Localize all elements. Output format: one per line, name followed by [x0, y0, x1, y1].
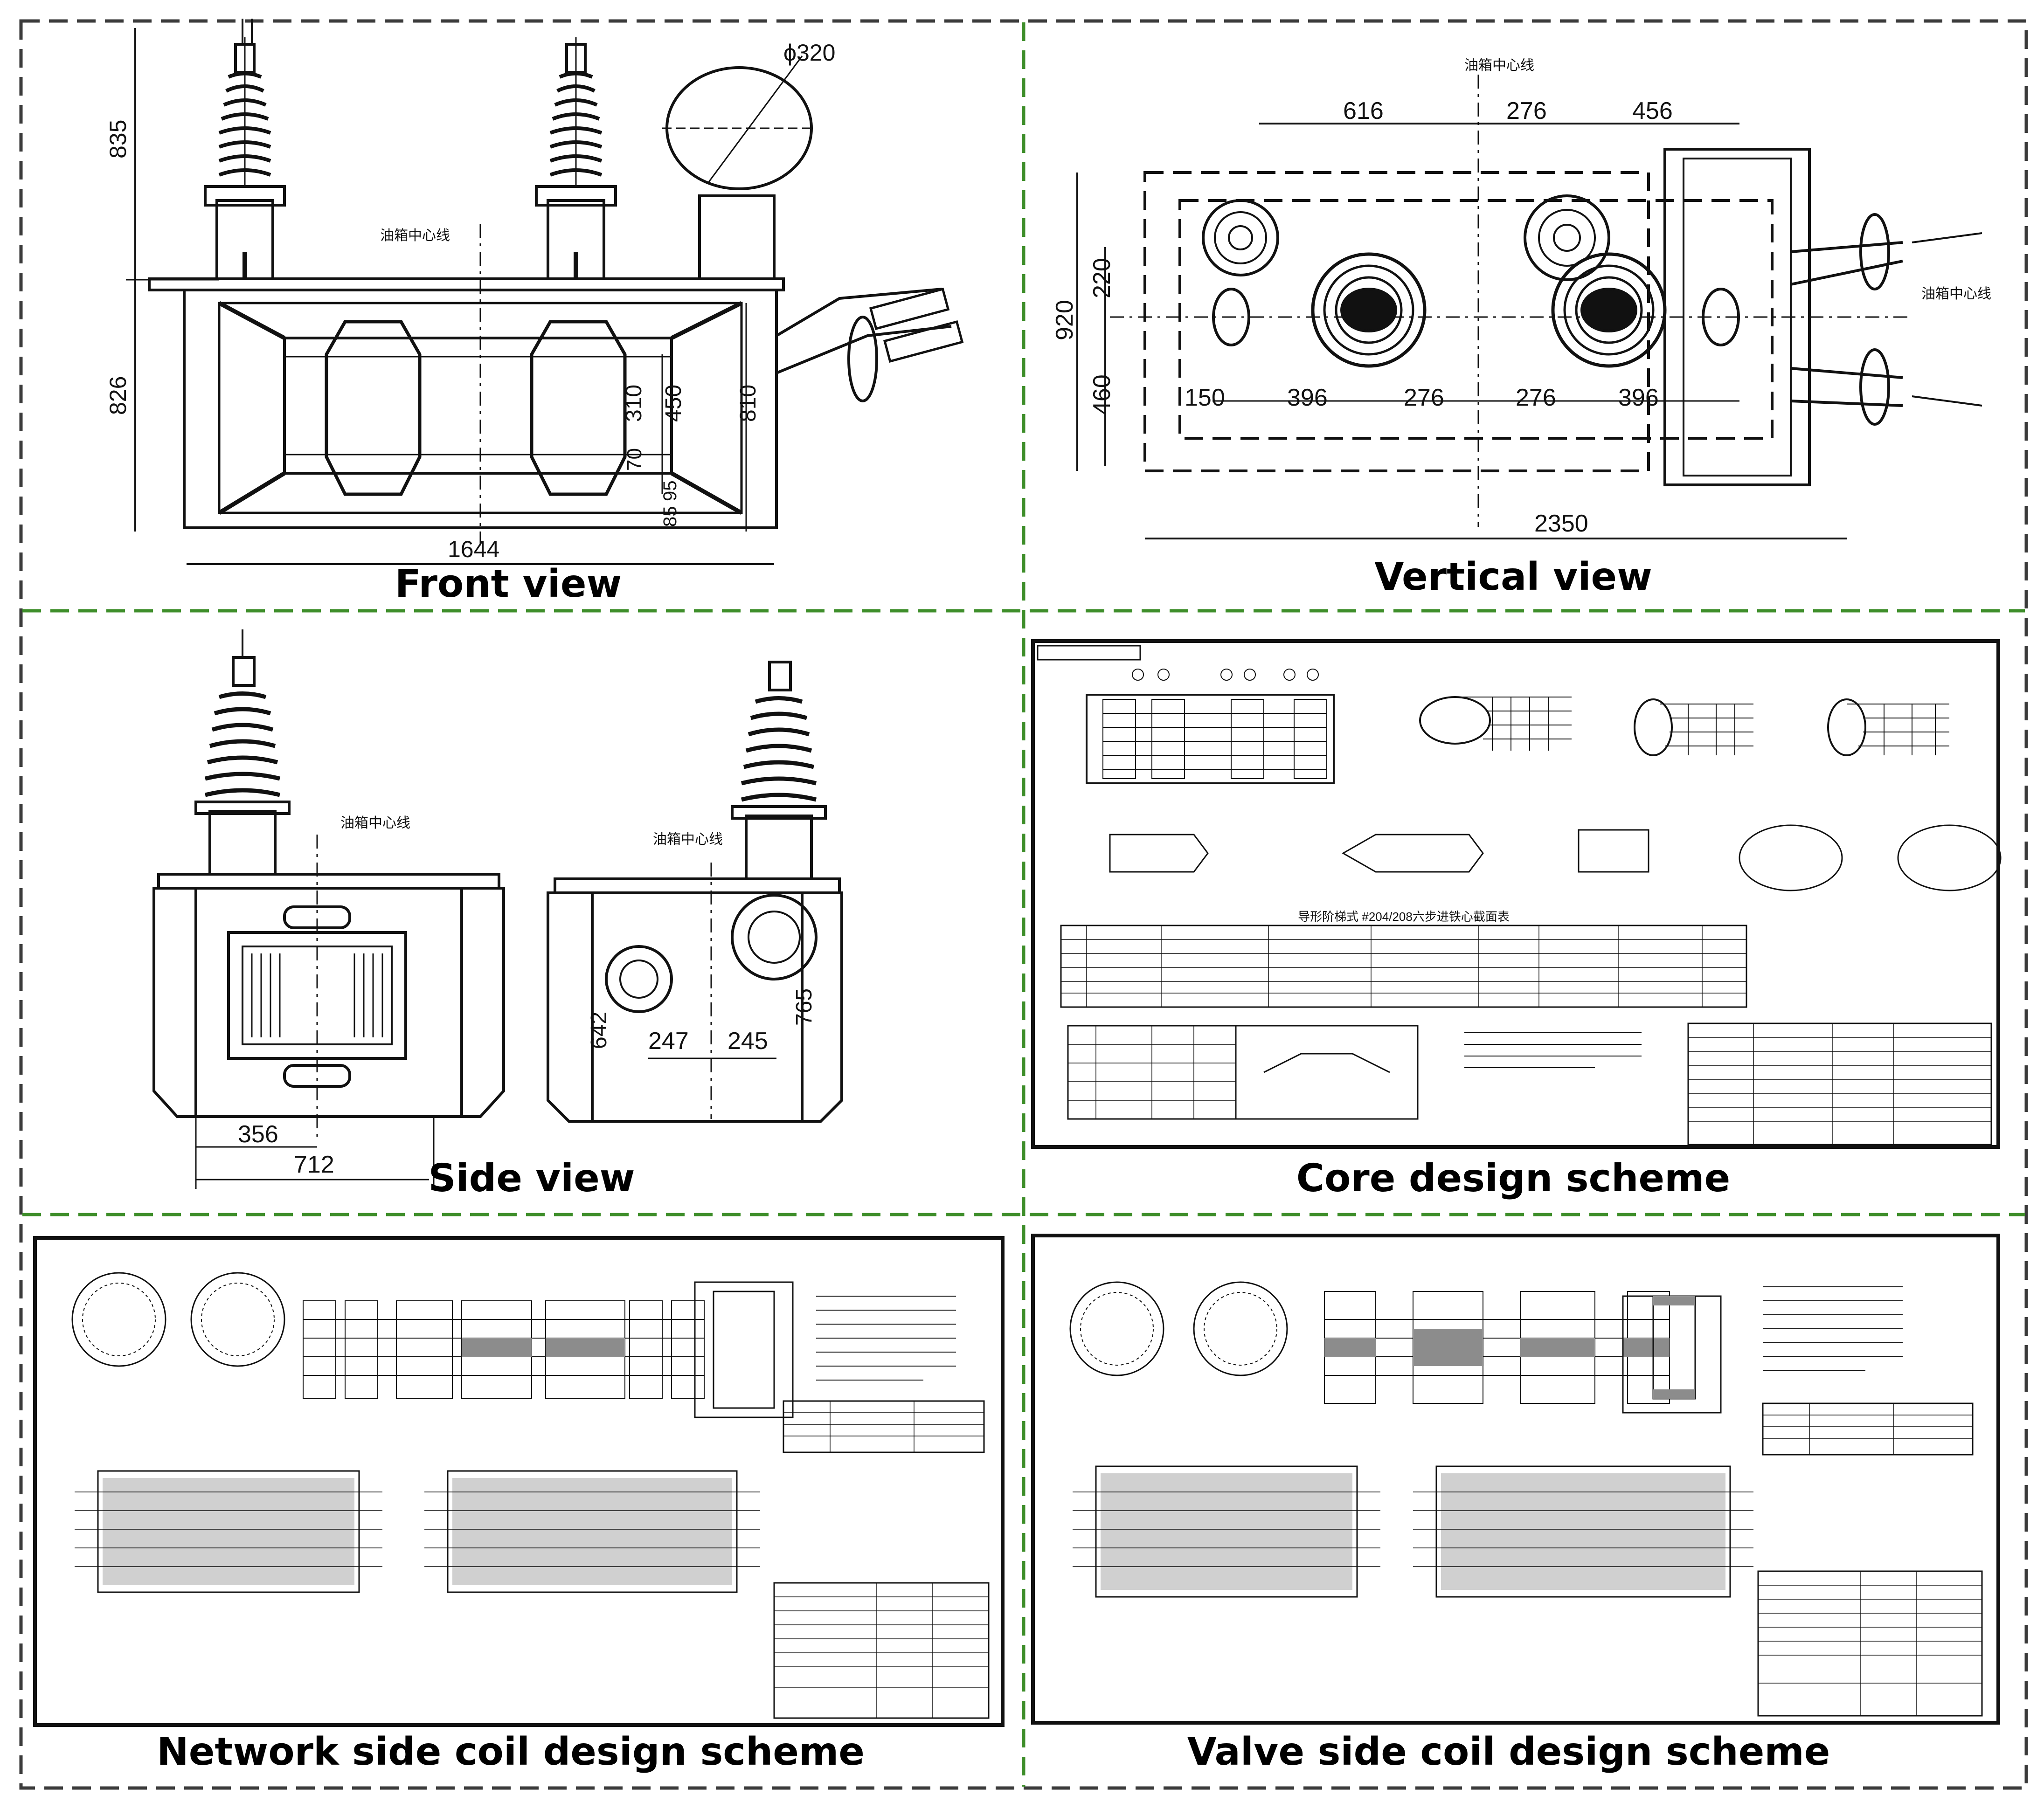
dim-920: 920	[1051, 300, 1078, 340]
dim-diameter-320: ϕ320	[783, 40, 835, 66]
caption-network-side-coil: Network side coil design scheme	[157, 1730, 865, 1774]
dim-1644: 1644	[448, 536, 499, 562]
dim-396-a: 396	[1287, 384, 1328, 411]
front-view-labels: 835 826 1644 310 450 810 70 85 95 ϕ320 油…	[105, 40, 835, 606]
vertical-view-labels: 616 276 456 920 220 460 150 396 276 276 …	[1051, 58, 1991, 599]
dim-765: 765	[792, 988, 817, 1026]
dim-70: 70	[623, 448, 646, 471]
core-design-drawing	[1031, 639, 2002, 1149]
valve-coil-drawing	[1031, 1234, 2000, 1725]
dim-150: 150	[1185, 384, 1225, 411]
side-view-labels: 356 712 247 245 642 765 油箱中心线 油箱中心线 Side…	[238, 815, 817, 1201]
centerline-label-top: 油箱中心线	[1464, 58, 1534, 73]
caption-core-design-scheme: Core design scheme	[1296, 1156, 1730, 1201]
network-coil-drawing	[33, 1236, 1005, 1727]
caption-vertical-view: Vertical view	[1374, 555, 1652, 599]
dim-642: 642	[587, 1012, 611, 1049]
dim-85: 85	[660, 506, 680, 527]
dim-460: 460	[1088, 374, 1116, 415]
dim-356: 356	[238, 1121, 278, 1148]
dim-826: 826	[105, 376, 131, 415]
centerline-label: 油箱中心线	[380, 228, 450, 243]
dim-450: 450	[661, 385, 686, 422]
dim-396-b: 396	[1618, 384, 1659, 411]
dim-456: 456	[1632, 97, 1673, 124]
front-view-drawing	[126, 19, 964, 565]
dim-616: 616	[1343, 97, 1384, 124]
vertical-view-drawing	[1076, 75, 1982, 539]
dim-276-b: 276	[1516, 384, 1556, 411]
side-view-drawing	[152, 629, 843, 1189]
centerline-label-right: 油箱中心线	[653, 832, 723, 847]
core-table-title: 导形阶梯式 #204/208六步进铁心截面表	[1298, 910, 1510, 924]
dim-276-a: 276	[1404, 384, 1444, 411]
dim-247: 247	[648, 1028, 689, 1055]
caption-front-view: Front view	[395, 562, 622, 606]
caption-side-view: Side view	[429, 1156, 635, 1201]
dim-712: 712	[294, 1151, 334, 1178]
dim-95: 95	[660, 481, 680, 502]
dim-810: 810	[736, 385, 761, 422]
dim-835: 835	[105, 120, 131, 159]
dim-245: 245	[728, 1028, 768, 1055]
dim-220: 220	[1088, 258, 1116, 298]
caption-valve-side-coil: Valve side coil design scheme	[1187, 1730, 1830, 1774]
outer-frame	[19, 19, 2028, 1790]
core-design-labels: 导形阶梯式 #204/208六步进铁心截面表 Core design schem…	[1296, 910, 1730, 1201]
centerline-label-left: 油箱中心线	[340, 815, 410, 831]
centerline-label-right: 油箱中心线	[1921, 286, 1991, 302]
dim-2350: 2350	[1534, 510, 1588, 537]
dim-276-top: 276	[1506, 97, 1547, 124]
dim-310: 310	[622, 385, 646, 422]
